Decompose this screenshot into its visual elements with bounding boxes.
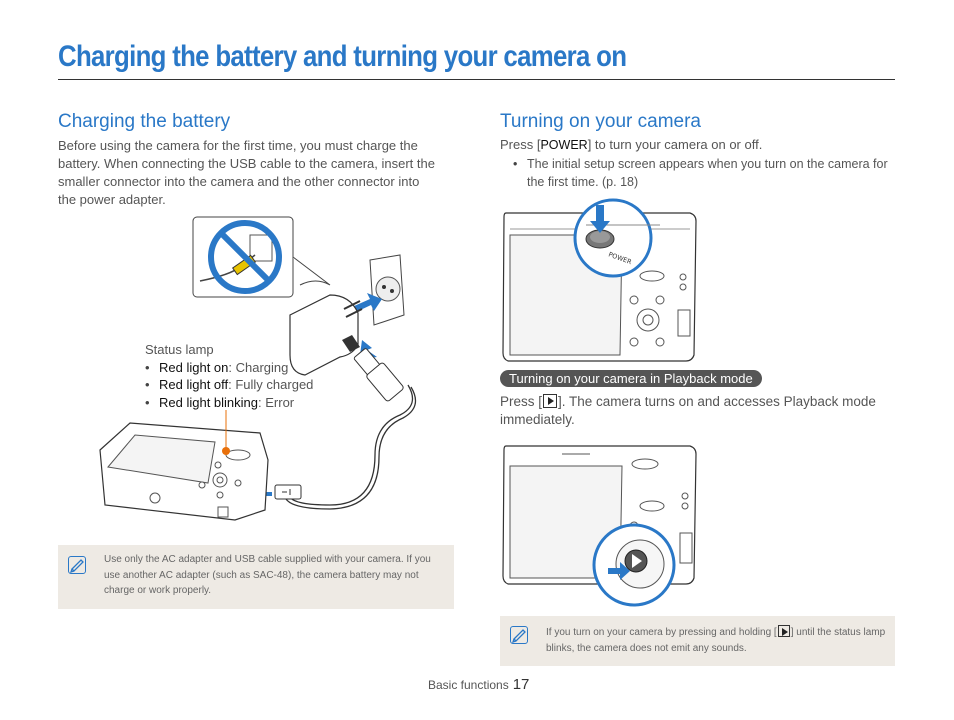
footer-section: Basic functions [428,678,509,692]
title-rule [58,79,895,80]
page-title: Charging the battery and turning your ca… [58,40,627,73]
note-text-playback: If you turn on your camera by pressing a… [546,625,886,654]
play-button-icon [777,625,790,637]
status-item: Red light blinking: Error [145,394,313,412]
note-text-adapter: Use only the AC adapter and USB cable su… [104,554,431,596]
note-box-adapter: Use only the AC adapter and USB cable su… [58,545,454,609]
playback-mode-pill: Turning on your camera in Playback mode [500,370,762,387]
camera-power-illustration: POWER [502,198,697,362]
status-lamp-legend: Status lamp Red light on: Charging Red l… [145,341,313,411]
setup-note: The initial setup screen appears when yo… [513,155,891,191]
note-box-playback: If you turn on your camera by pressing a… [500,616,895,666]
note-icon [510,626,528,644]
play-button-icon [543,394,558,408]
camera-playback-illustration [502,445,697,607]
playback-button-icon [632,554,642,568]
no-symbol-icon [208,220,282,294]
page-number: 17 [512,676,530,693]
press-arrow-icon [608,562,630,580]
power-bullets: The initial setup screen appears when yo… [513,155,891,191]
heading-turning-on: Turning on your camera [500,111,702,132]
note-icon [68,556,86,574]
press-arrow-icon [590,205,610,233]
heading-charging: Charging the battery [58,111,231,132]
status-lamp-label: Status lamp [145,342,214,357]
power-key: POWER [540,138,588,152]
status-item: Red light off: Fully charged [145,376,313,394]
charging-paragraph: Before using the camera for the first ti… [58,138,435,207]
power-instruction: Press [POWER] to turn your camera on or … [500,137,763,152]
playback-instruction: Press []. The camera turns on and access… [500,394,876,427]
charging-illustration [99,216,417,521]
status-item: Red light on: Charging [145,359,313,377]
